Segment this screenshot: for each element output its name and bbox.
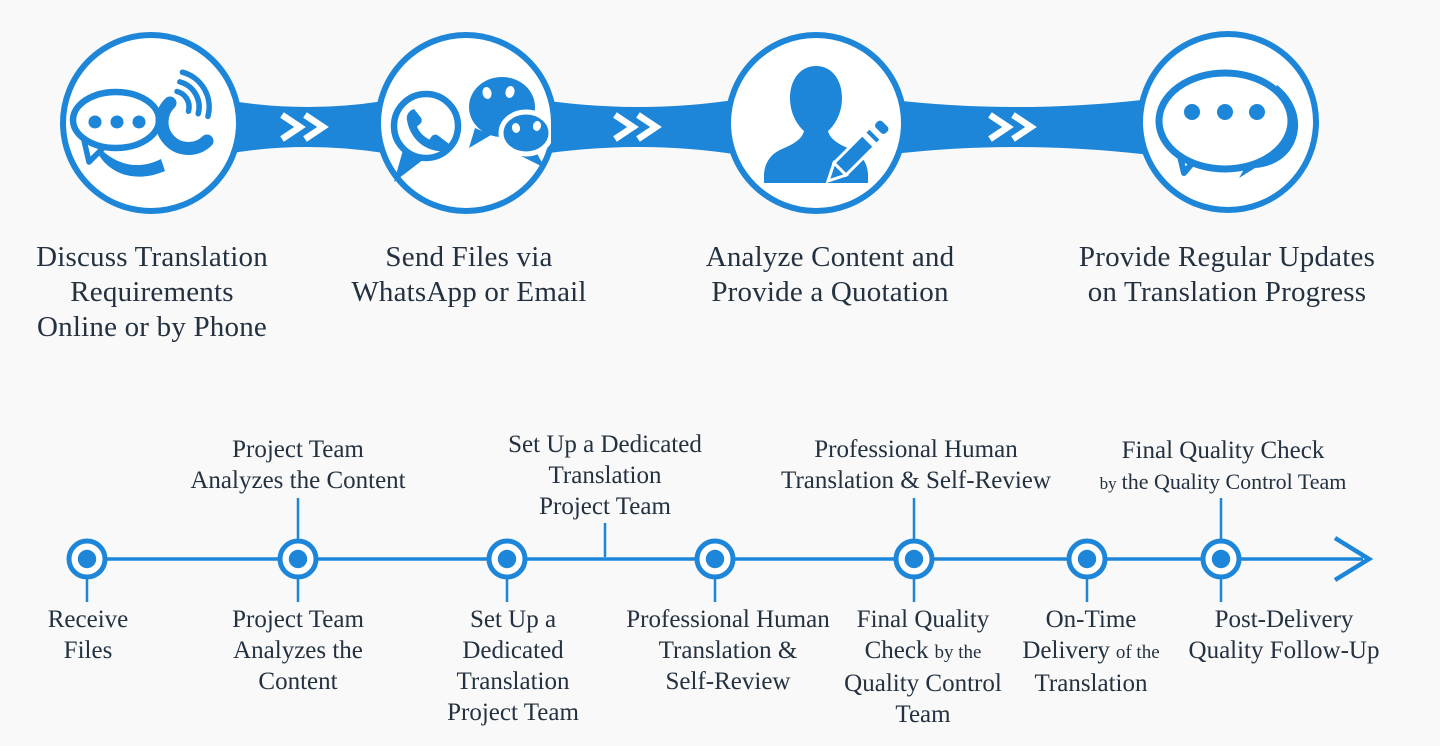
timeline-dot [277, 538, 319, 580]
swoosh-bubble [1239, 85, 1299, 178]
caption-line: Requirements [70, 276, 234, 308]
label-line: Dedicated [462, 637, 564, 664]
connector [220, 99, 395, 155]
analyst-pencil-icon [764, 66, 892, 184]
label-line: Team [895, 701, 951, 728]
timeline-below-label: Post-Delivery Quality Follow-Up [1189, 604, 1380, 666]
connector [885, 99, 1150, 155]
timeline-below-label: Project Team Analyzes the Content [232, 604, 364, 697]
label-line: Translation [1034, 670, 1148, 697]
step-caption-send-files: Send Files via WhatsApp or Email [351, 240, 586, 310]
chat-and-phone-icon [69, 69, 214, 177]
label-line: Self-Review [665, 668, 791, 695]
caption-line: Provide a Quotation [711, 276, 949, 308]
timeline-dot [66, 538, 108, 580]
fast-forward-icon [303, 112, 329, 142]
timeline-above-label: Project Team Analyzes the Content [190, 434, 405, 496]
label-line: Translation [456, 668, 570, 695]
whatsapp-icon [390, 90, 462, 182]
caption-line: Send Files via [385, 241, 553, 273]
label-line: Quality Follow-Up [1188, 637, 1380, 664]
caption-line: WhatsApp or Email [351, 276, 587, 308]
timeline-ticks [85, 498, 1223, 602]
timeline-arrowhead-icon [1333, 536, 1374, 582]
label-line: On-Time [1045, 606, 1137, 633]
label-line: Set Up a [469, 606, 557, 633]
label-line: Professional Human [814, 436, 1018, 463]
label-line: Project Team [447, 699, 579, 726]
caption-line: on Translation Progress [1087, 276, 1367, 308]
label-line: Set Up a Dedicated [508, 431, 702, 458]
phone-handset [155, 96, 214, 156]
step-circle-analyze [725, 32, 907, 214]
timeline-dot [694, 538, 736, 580]
label-line: Translation & [658, 637, 798, 664]
swoosh-bubble [96, 147, 165, 177]
timeline-below-label: Set Up a Dedicated Translation Project T… [447, 604, 579, 728]
timeline-dot [893, 538, 935, 580]
label-line-small: by [1099, 474, 1117, 493]
step-circle-updates [1137, 31, 1319, 213]
fast-forward-icon [280, 112, 306, 142]
label-line: Project Team [232, 606, 364, 633]
label-line: Content [258, 668, 338, 695]
timeline-dot [1066, 538, 1108, 580]
label-line: Project Team [539, 493, 671, 520]
timeline-dot [1200, 538, 1242, 580]
timeline-below-label: Professional Human Translation & Self-Re… [626, 604, 829, 697]
timeline-above-label: Set Up a Dedicated Translation Project T… [508, 429, 702, 522]
label-line: Analyzes the Content [190, 467, 406, 494]
label-line: Project Team [232, 436, 364, 463]
caption-line: Provide Regular Updates [1078, 241, 1376, 273]
label-line: Post-Delivery [1214, 606, 1354, 633]
fast-forward-icon [613, 112, 639, 142]
step-circle-send-files [375, 32, 557, 214]
label-line: Analyzes the [233, 637, 363, 664]
step-caption-analyze: Analyze Content and Provide a Quotation [706, 240, 955, 310]
timeline-below-label: Receive Files [48, 604, 129, 666]
step-caption-updates: Provide Regular Updates on Translation P… [1079, 240, 1375, 310]
label-line: Final Quality [856, 606, 990, 633]
label-line: Quality Control [844, 670, 1002, 697]
timeline-dots [66, 538, 1242, 580]
chat-updates-icon [1155, 69, 1299, 178]
whatsapp-wechat-icon [390, 77, 551, 182]
timeline-above-label: Professional Human Translation & Self-Re… [781, 434, 1051, 496]
fast-forward-icon [988, 112, 1014, 142]
label-line: Translation & Self-Review [781, 467, 1051, 494]
label-line: Files [63, 637, 113, 664]
fast-forward-icon [1011, 112, 1037, 142]
label-line-small: by the [934, 642, 982, 663]
label-line: Translation [548, 462, 662, 489]
fast-forward-icons [280, 112, 1037, 142]
timeline-dot [486, 538, 528, 580]
label-line: Final Quality Check [1121, 437, 1325, 464]
signal-waves [174, 69, 212, 120]
label-line: Professional Human [626, 606, 830, 633]
caption-line: Online or by Phone [37, 311, 267, 343]
caption-line: Discuss Translation [36, 241, 268, 273]
fast-forward-icon [636, 112, 662, 142]
wechat-icon [469, 77, 551, 168]
label-line: Receive [47, 606, 129, 633]
label-line-small: of the [1115, 642, 1160, 663]
step-caption-discuss: Discuss Translation Requirements Online … [36, 240, 268, 345]
pencil-icon [825, 117, 892, 184]
caption-line: Analyze Content and [705, 241, 955, 273]
step-circle-discuss [60, 32, 242, 214]
